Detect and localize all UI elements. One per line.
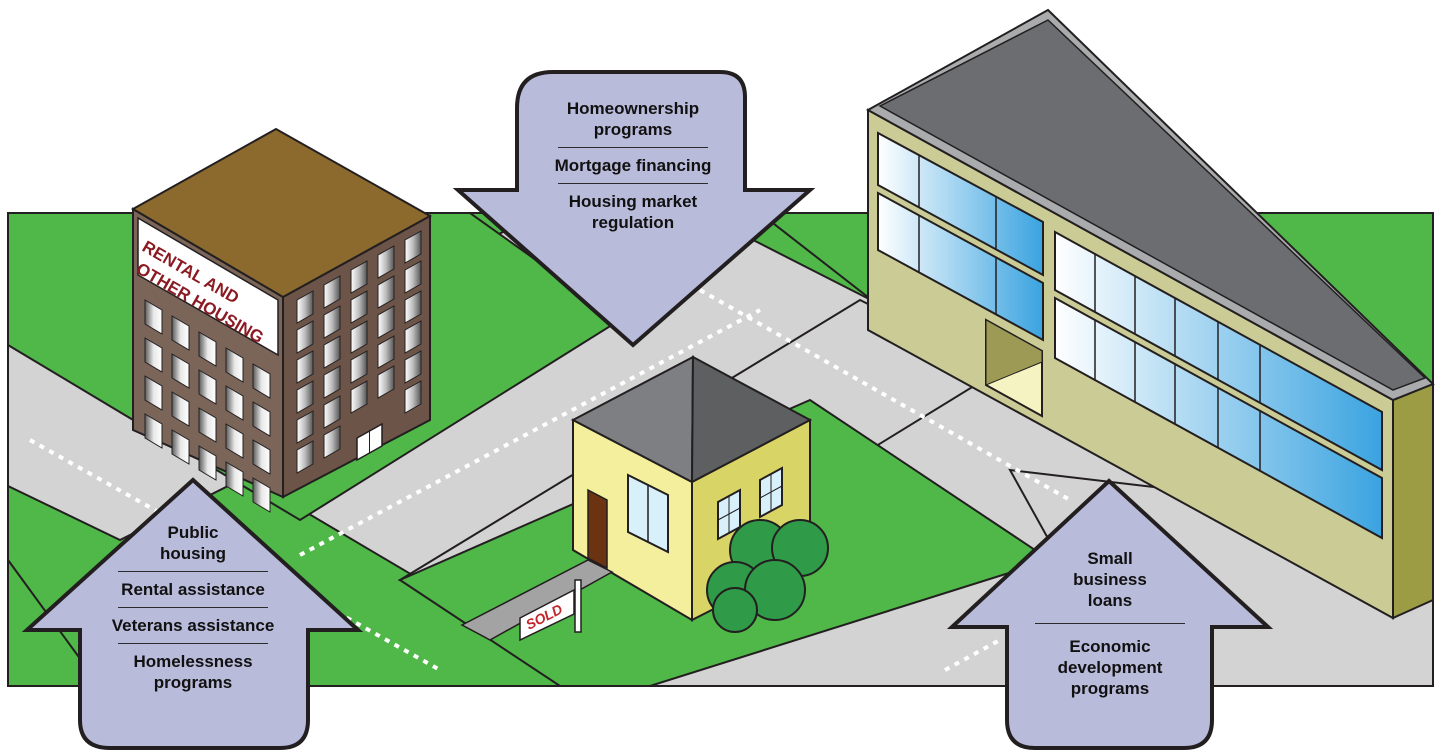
callout-right-item-1: Small business loans bbox=[1073, 549, 1147, 610]
callout-right-divider-1 bbox=[1035, 623, 1185, 624]
apartment-side-windows bbox=[296, 230, 422, 474]
apartment-sign-board bbox=[137, 216, 279, 357]
callout-top-item-3: Housing market regulation bbox=[568, 192, 698, 232]
callout-arrow-top bbox=[452, 70, 816, 348]
apartment-window bbox=[225, 423, 244, 459]
apartment-window bbox=[350, 320, 368, 354]
apartment-window bbox=[377, 335, 395, 369]
apartment-window bbox=[171, 391, 190, 427]
callout-left-text: Public housing Rental assistance Veteran… bbox=[82, 522, 304, 693]
callout-top-text: Homeownership programs Mortgage financin… bbox=[518, 98, 748, 233]
apartment-window bbox=[252, 401, 271, 437]
apartment-building-icon: RENTAL AND OTHER HOUSING bbox=[130, 127, 433, 513]
callout-left-item-2: Rental assistance bbox=[121, 580, 265, 599]
apartment-window bbox=[296, 320, 314, 354]
callout-top-item-1: Homeownership programs bbox=[566, 99, 700, 139]
apartment-window bbox=[323, 425, 341, 459]
apartment-window bbox=[252, 439, 271, 475]
apartment-window bbox=[404, 380, 422, 414]
callout-top-divider-2 bbox=[558, 183, 708, 184]
apartment-window bbox=[404, 260, 422, 294]
office-building-icon bbox=[865, 8, 1435, 620]
apartment-window bbox=[350, 260, 368, 294]
apartment-window bbox=[296, 350, 314, 384]
apartment-window bbox=[296, 380, 314, 414]
apartment-window bbox=[252, 363, 271, 399]
apartment-window bbox=[404, 350, 422, 384]
apartment-window bbox=[323, 305, 341, 339]
callout-arrow-right bbox=[946, 478, 1274, 750]
callout-right-text: Small business loans Economic developmen… bbox=[1010, 548, 1210, 699]
callout-left-divider-3 bbox=[118, 643, 268, 644]
apartment-window bbox=[377, 275, 395, 309]
apartment-window bbox=[171, 353, 190, 389]
callout-top-item-2: Mortgage financing bbox=[554, 156, 712, 175]
apartment-window bbox=[225, 385, 244, 421]
office-roof bbox=[878, 19, 1427, 391]
apartment-window bbox=[323, 395, 341, 429]
apartment-window bbox=[198, 369, 217, 405]
house-roof-right bbox=[690, 355, 813, 484]
callout-left-divider-2 bbox=[118, 607, 268, 608]
apartment-window bbox=[252, 477, 271, 513]
office-window-mullions bbox=[918, 155, 1261, 471]
apartment-window bbox=[377, 245, 395, 279]
apartment-window bbox=[323, 335, 341, 369]
apartment-window bbox=[350, 350, 368, 384]
apartment-window bbox=[171, 429, 190, 465]
apartment-window bbox=[198, 445, 217, 481]
house-door bbox=[587, 488, 608, 570]
callout-arrow-left bbox=[21, 477, 364, 750]
office-entrance-shade bbox=[985, 319, 1043, 386]
apartment-window bbox=[323, 365, 341, 399]
apartment-window bbox=[225, 347, 244, 383]
callout-left-item-3: Veterans assistance bbox=[111, 616, 275, 635]
apartment-window bbox=[144, 413, 163, 449]
apartment-window bbox=[144, 299, 163, 335]
callout-left-divider-1 bbox=[118, 571, 268, 572]
apartment-window bbox=[225, 461, 244, 497]
apartment-window bbox=[296, 440, 314, 474]
apartment-window bbox=[144, 375, 163, 411]
office-side-wall bbox=[1392, 382, 1434, 620]
apartment-window bbox=[377, 365, 395, 399]
house-icon bbox=[570, 355, 813, 622]
apartment-window bbox=[323, 275, 341, 309]
callout-left-item-4: Homelessness programs bbox=[133, 652, 253, 692]
apartment-window bbox=[404, 320, 422, 354]
apartment-window bbox=[377, 305, 395, 339]
callout-left-item-1: Public housing bbox=[159, 523, 227, 563]
apartment-window bbox=[171, 315, 190, 351]
apartment-window bbox=[404, 290, 422, 324]
apartment-window bbox=[350, 290, 368, 324]
sold-sign-icon: SOLD bbox=[519, 579, 582, 642]
bush-icon bbox=[706, 519, 829, 633]
apartment-window bbox=[198, 407, 217, 443]
apartment-window bbox=[198, 331, 217, 367]
apartment-roof bbox=[130, 127, 433, 299]
callout-right-item-2: Economic development programs bbox=[1057, 637, 1163, 698]
apartment-window bbox=[404, 230, 422, 264]
apartment-front-windows bbox=[144, 299, 271, 513]
callout-top-divider-1 bbox=[558, 147, 708, 148]
apartment-window bbox=[296, 290, 314, 324]
apartment-window bbox=[296, 410, 314, 444]
apartment-window bbox=[350, 380, 368, 414]
apartment-window bbox=[144, 337, 163, 373]
